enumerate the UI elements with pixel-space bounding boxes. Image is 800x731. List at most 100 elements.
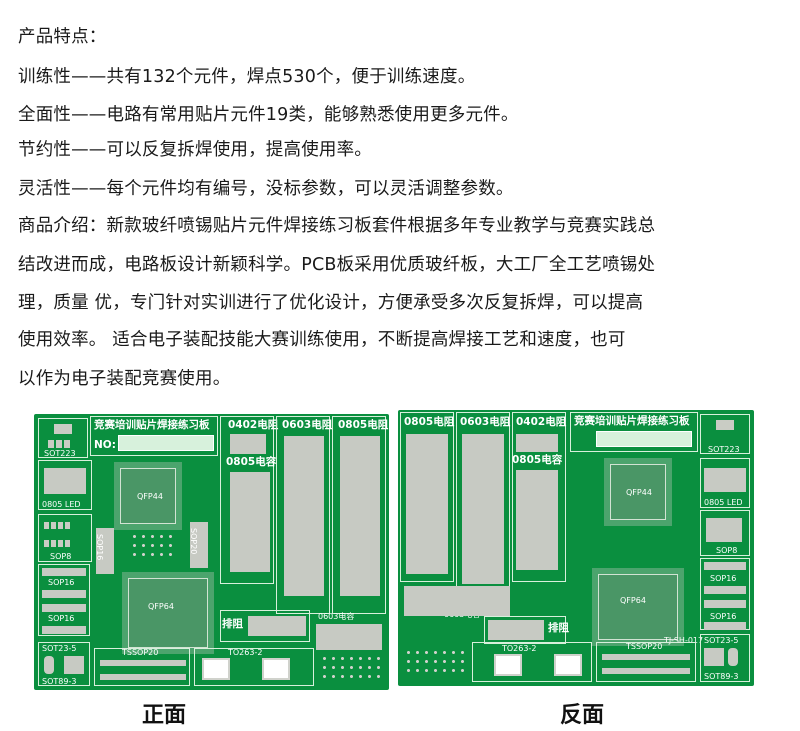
sot223-tab-pad <box>54 424 72 434</box>
qfp44-pins <box>114 462 182 530</box>
to263-pad-1 <box>202 658 230 680</box>
back-sot23-sot89-area <box>700 634 750 682</box>
label-sot89-3: SOT89-3 <box>42 677 77 686</box>
back-sop16b-pins-bottom <box>704 622 746 630</box>
back-tssop20-area <box>596 642 696 682</box>
label-r0805: 0805电阻 <box>338 419 389 431</box>
qfp64-footprint <box>128 578 208 648</box>
back-led-area <box>700 458 750 508</box>
sop16a-pins-top <box>42 568 86 576</box>
sop8-pins-bottom <box>44 540 70 547</box>
label-pai-zu: 排阻 <box>222 618 243 630</box>
back-qfp64-footprint <box>598 574 678 640</box>
resistor-network-pads <box>248 616 306 636</box>
misc-pads <box>320 654 382 684</box>
back-sot223-tab-pad <box>716 420 734 430</box>
to263-pad-2 <box>262 658 290 680</box>
features-heading: 产品特点： <box>18 27 107 47</box>
sop16b-pins-top <box>42 604 86 612</box>
r0402-pads <box>230 434 266 454</box>
feature-flexible: 灵活性——每个元件均有编号，没标参数，可以灵活调整参数。 <box>18 179 514 199</box>
intro-line-5: 以作为电子装配竞赛使用。 <box>18 369 231 389</box>
caption-back: 反面 <box>560 703 605 728</box>
label-r0402: 0402电阻 <box>228 419 279 431</box>
pcb-front-photo: SOT223 竞赛培训贴片焊接练习板 NO: 0402电阻 0603电阻 080… <box>34 414 389 690</box>
label-sot23-5: SOT23-5 <box>42 644 77 653</box>
sot223-area <box>38 418 88 458</box>
back-label-sop16-a: SOP16 <box>710 574 737 583</box>
label-r0603: 0603电阻 <box>282 419 333 431</box>
label-sot223: SOT223 <box>44 449 76 458</box>
sot23-sot89-area <box>38 642 90 686</box>
back-label-qfp64: QFP64 <box>620 596 646 605</box>
qfp64-pins <box>122 572 214 654</box>
sop16a-pins-bottom <box>42 590 86 598</box>
back-r0805-pads <box>406 434 448 574</box>
back-label-sot23-5: SOT23-5 <box>704 636 739 645</box>
pcb-back-photo: 0805电阻 0603电阻 0402电阻 0805电容 竞赛培训贴片焊接练习板 … <box>398 410 754 686</box>
back-to263-pad-2 <box>554 654 582 676</box>
tssop20-area <box>94 648 190 686</box>
title-frame <box>90 416 218 456</box>
back-sop8-area <box>700 510 750 556</box>
back-label-sot223: SOT223 <box>708 445 740 454</box>
board-title: 竞赛培训贴片焊接练习板 <box>94 419 210 431</box>
label-qfp44: QFP44 <box>137 492 163 501</box>
sop16-vertical-pads <box>96 528 114 574</box>
back-r0402-area <box>512 412 566 582</box>
r0603-area <box>276 416 330 614</box>
back-resistor-network-area <box>484 616 566 644</box>
back-label-qfp44: QFP44 <box>626 488 652 497</box>
back-label-sop16-b: SOP16 <box>710 612 737 621</box>
label-0805-led: 0805 LED <box>42 500 81 509</box>
qfp44-footprint <box>120 468 176 524</box>
back-sop16a-pins-bottom <box>704 586 746 594</box>
caption-front: 正面 <box>142 703 187 728</box>
back-to263-area <box>472 642 592 682</box>
back-label-0805-led: 0805 LED <box>704 498 743 507</box>
small-component-pads <box>130 532 174 558</box>
to263-area <box>194 648 314 686</box>
label-to263-2: TO263-2 <box>228 648 263 657</box>
intro-line-4: 使用效率。 适合电子装配技能大赛训练使用，不断提高焊接工艺和速度，也可 <box>18 330 626 350</box>
back-led-pads <box>704 468 746 492</box>
back-label-r0402: 0402电阻 <box>516 416 567 428</box>
tssop20-pins-bottom <box>100 674 186 680</box>
sot223-pins <box>48 440 70 448</box>
intro-line-3: 理，质量 优，专门针对实训进行了优化设计，方便承受多次反复拆焊，可以提高 <box>18 293 644 313</box>
sop8-pins-top <box>44 522 70 529</box>
back-c0805-pads <box>516 470 558 570</box>
back-tssop20-pins-top <box>602 654 690 660</box>
resistor-network-area <box>220 610 310 642</box>
back-board-title: 竞赛培训贴片焊接练习板 <box>574 415 690 427</box>
sop8-area <box>38 514 92 562</box>
back-misc-pads <box>404 648 468 678</box>
back-tssop20-pins-bottom <box>602 668 690 674</box>
label-qfp64: QFP64 <box>148 602 174 611</box>
sop20-vertical-pads <box>190 522 208 568</box>
sot89-pad <box>44 656 54 674</box>
intro-line-1: 商品介绍：新款玻纤喷锡贴片元件焊接练习板套件根据多年专业教学与竞赛实践总 <box>18 216 656 236</box>
back-label-tssop20: TSSOP20 <box>626 642 663 651</box>
r0805-area <box>332 416 386 614</box>
back-label-model: TJ-SH-017 <box>664 636 704 645</box>
c0805-pads <box>230 472 270 572</box>
no-label: NO: <box>94 439 116 451</box>
back-label-pai-zu: 排阻 <box>548 622 569 634</box>
back-label-r0603: 0603电阻 <box>460 416 511 428</box>
label-sop16-a: SOP16 <box>48 578 75 587</box>
r0805-pads <box>340 436 380 596</box>
label-tssop20: TSSOP20 <box>122 648 159 657</box>
label-sop16-vertical: SOP16 <box>95 534 104 561</box>
back-sop16b-pins-top <box>704 600 746 608</box>
back-label-r0805: 0805电阻 <box>404 416 455 428</box>
tssop20-pins-top <box>100 660 186 666</box>
led-area <box>38 460 92 510</box>
serial-number-field <box>118 435 214 451</box>
back-label-sot89-3: SOT89-3 <box>704 672 739 681</box>
back-r0805-area <box>400 412 454 582</box>
intro-line-2: 结改进而成，电路板设计新颖科学。PCB板采用优质玻纤板，大工厂全工艺喷锡处 <box>18 255 656 275</box>
sop16-area <box>38 564 90 636</box>
back-qfp44-footprint <box>610 464 666 520</box>
feature-economical: 节约性——可以反复拆焊使用，提高使用率。 <box>18 140 372 160</box>
